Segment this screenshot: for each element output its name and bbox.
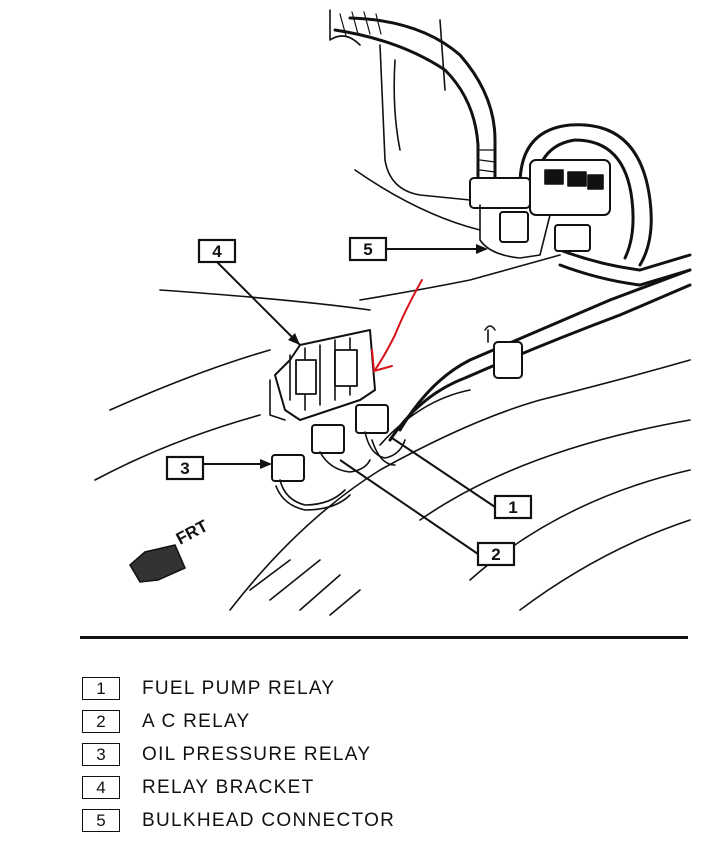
legend-label: FUEL PUMP RELAY (142, 677, 336, 699)
callout-3: 3 (165, 455, 205, 481)
svg-text:2: 2 (491, 545, 500, 564)
legend: 1 FUEL PUMP RELAY 2 A C RELAY 3 OIL PRES… (82, 672, 642, 837)
callout-4: 4 (197, 238, 237, 264)
legend-label: RELAY BRACKET (142, 776, 315, 798)
legend-row-2: 2 A C RELAY (82, 705, 642, 738)
relay-bracket (269, 329, 376, 421)
relay-fuel-pump (355, 404, 406, 466)
legend-label: A C RELAY (142, 710, 251, 732)
legend-number: 5 (82, 809, 120, 832)
legend-row-4: 4 RELAY BRACKET (82, 771, 642, 804)
legend-number: 1 (82, 677, 120, 700)
leader-2 (339, 459, 479, 555)
leader-1 (391, 437, 496, 508)
svg-text:5: 5 (363, 240, 372, 259)
firewall-panel (94, 9, 691, 616)
relay-oil-pressure (271, 454, 351, 511)
leader-lines (203, 248, 496, 555)
wiring-harness (333, 11, 692, 446)
svg-text:3: 3 (180, 459, 189, 478)
legend-number: 2 (82, 710, 120, 733)
legend-row-1: 1 FUEL PUMP RELAY (82, 672, 642, 705)
relay-location-diagram: 4 5 3 1 2 FRT (94, 9, 692, 616)
leader-4 (216, 261, 301, 346)
svg-text:1: 1 (508, 498, 517, 517)
bulkhead-connector (469, 159, 611, 259)
legend-row-5: 5 BULKHEAD CONNECTOR (82, 804, 642, 837)
svg-text:4: 4 (212, 242, 222, 261)
legend-label: BULKHEAD CONNECTOR (142, 809, 396, 831)
legend-label: OIL PRESSURE RELAY (142, 743, 372, 765)
frt-label: FRT (173, 516, 212, 549)
front-direction-arrow: FRT (129, 516, 212, 583)
leader-arrowheads (260, 244, 488, 469)
legend-number: 3 (82, 743, 120, 766)
legend-number: 4 (82, 776, 120, 799)
harness-clip (484, 325, 523, 379)
legend-row-3: 3 OIL PRESSURE RELAY (82, 738, 642, 771)
callout-1: 1 (493, 494, 533, 520)
callout-5: 5 (348, 236, 388, 262)
relay-ac (311, 424, 371, 473)
legend-divider (80, 636, 688, 639)
callout-2: 2 (476, 541, 516, 567)
red-annotation-arrow (371, 279, 423, 373)
